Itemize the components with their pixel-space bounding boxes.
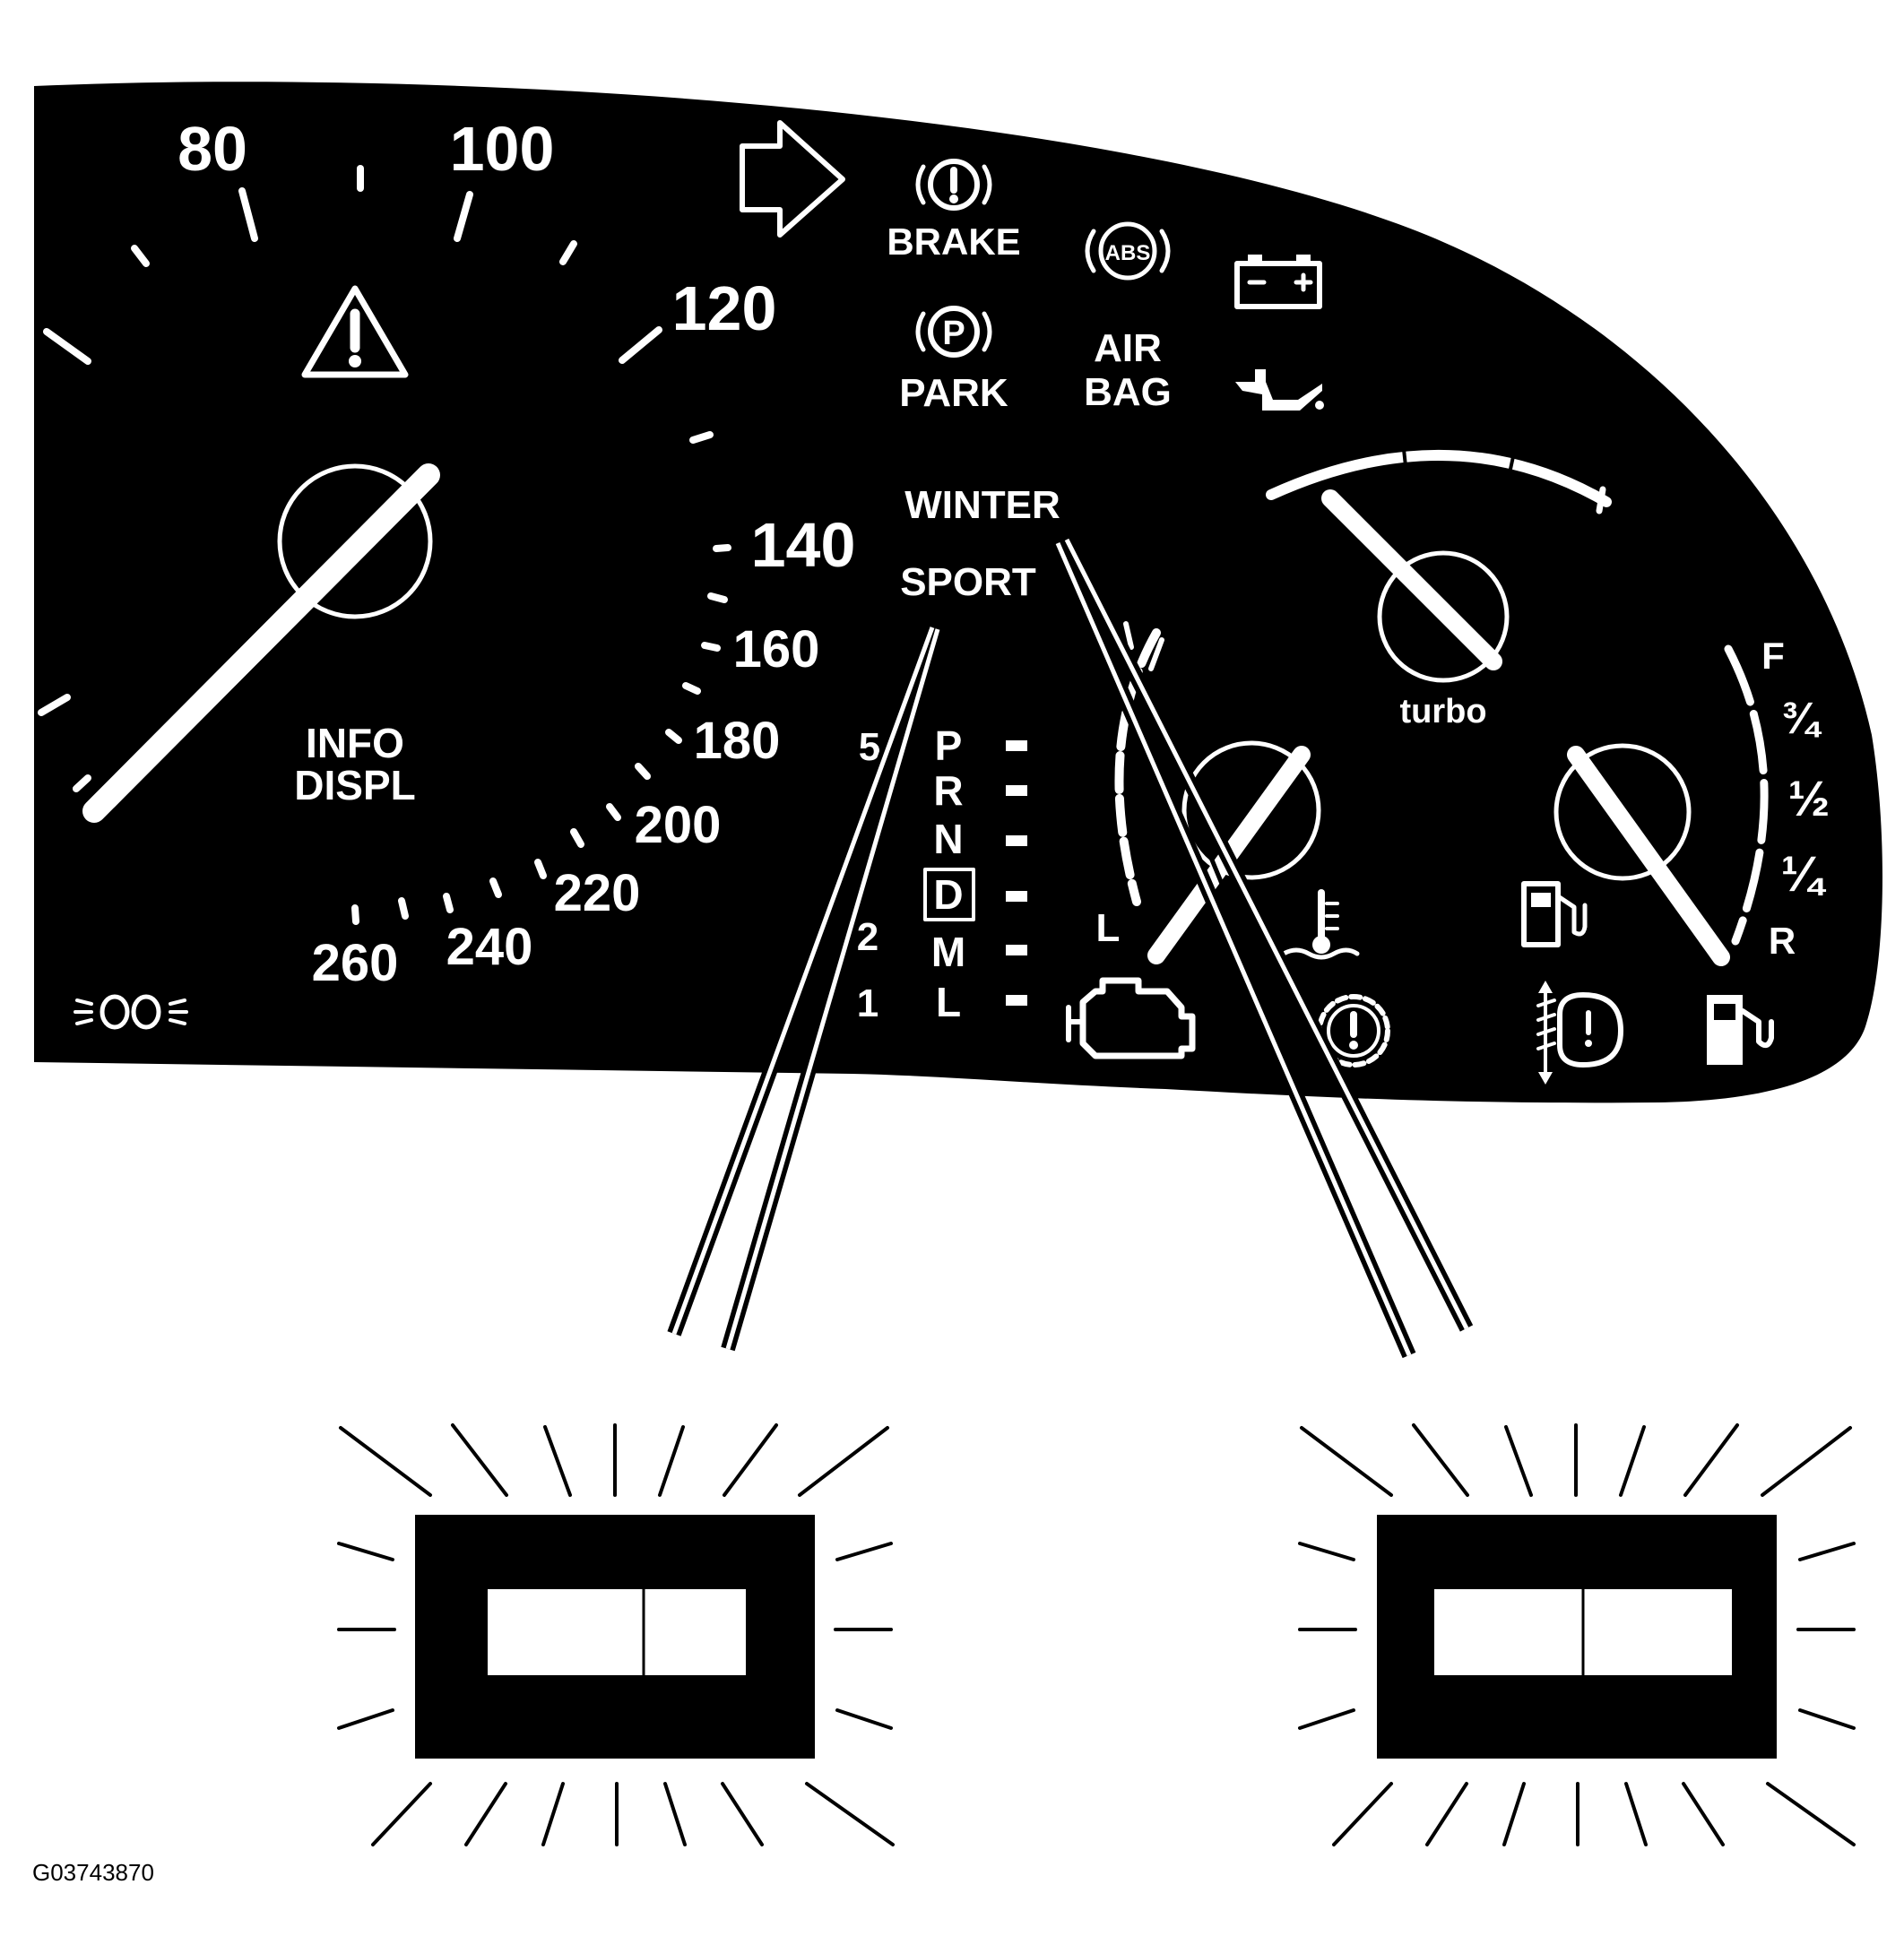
figure-code: G03743870: [32, 1859, 154, 1886]
turbo-gauge-hub: [1377, 550, 1510, 683]
headlight-icon: [74, 994, 188, 1030]
park-label: PARK: [899, 371, 1008, 415]
flashing-indicator-left: [337, 1423, 895, 1846]
fuel-pump-icon: [1521, 881, 1588, 947]
headlamp-leveling-icon: [1536, 981, 1623, 1085]
speedometer-hub: [277, 463, 433, 619]
warning-triangle-icon: [301, 285, 409, 378]
oil-pressure-icon: [1235, 369, 1324, 411]
speed-label-200: 200: [635, 796, 722, 854]
gear-position-m: M: [931, 929, 965, 975]
speed-label-80: 80: [177, 114, 247, 184]
speed-label-240: 240: [446, 918, 533, 976]
fuel-label-half: ½: [1788, 770, 1830, 826]
speed-label-140: 140: [751, 510, 856, 580]
airbag-label-2: BAG: [1084, 370, 1172, 414]
info-display-label-1: INFO: [306, 720, 404, 766]
gear-position-r: R: [933, 767, 963, 814]
flash-rays-left: [337, 1423, 895, 1846]
temp-low-label: L: [1096, 906, 1121, 950]
speed-label-100: 100: [450, 114, 555, 184]
speed-label-220: 220: [554, 864, 641, 922]
fuel-gauge-needle: [1567, 746, 1730, 966]
fuel-label-three-quarter: ¾: [1781, 693, 1822, 743]
airbag-label-1: AIR: [1094, 326, 1162, 370]
gear-position-l: L: [936, 979, 961, 1025]
coolant-temperature-icon: [1281, 889, 1360, 960]
selected-gear-box: [923, 868, 975, 921]
fuel-label-quarter: ¼: [1781, 845, 1827, 902]
park-brake-icon: P: [915, 306, 992, 358]
speed-label-180: 180: [694, 712, 781, 770]
temp-gauge-hub: [1181, 740, 1321, 880]
gear-position-d: D: [933, 871, 963, 918]
abs-icon: ABS: [1085, 221, 1171, 281]
fuel-label-reserve: R: [1769, 920, 1796, 962]
leader-lines: [667, 536, 1474, 1359]
turbo-gauge: turbo: [1266, 439, 1612, 730]
manual-gear-2: 2: [857, 915, 878, 959]
park-symbol: P: [942, 315, 965, 352]
check-engine-icon: [1066, 977, 1196, 1059]
speed-label-120: 120: [672, 273, 777, 343]
turbo-label: turbo: [1399, 693, 1486, 730]
turn-signal-arrow-icon: [740, 120, 845, 238]
low-fuel-icon: [1707, 995, 1774, 1065]
cluster-panel: [34, 82, 1882, 1103]
brake-label: BRAKE: [887, 220, 1020, 263]
gear-position-p: P: [935, 722, 963, 769]
winter-mode-label: WINTER: [904, 483, 1060, 527]
turbo-gauge-needle: [1321, 489, 1502, 670]
battery-icon: [1234, 255, 1322, 309]
transmission-indicator: P R N D M L 5 2 1: [857, 722, 1027, 1025]
flash-rays-right: [1298, 1423, 1856, 1846]
fuel-gauge-hub: [1553, 743, 1692, 881]
gear-position-n: N: [933, 816, 963, 862]
speedometer-ticks: [38, 165, 731, 925]
fuel-gauge: F ¾ ½ ¼ R: [1521, 635, 1830, 966]
fuel-label-full: F: [1761, 635, 1785, 677]
speed-label-160: 160: [733, 620, 820, 679]
transmission-warning-icon: [1317, 994, 1390, 1068]
speedometer-needle: [82, 463, 440, 823]
abs-label: ABS: [1105, 241, 1151, 265]
speed-label-260: 260: [312, 934, 399, 992]
sport-mode-label: SPORT: [900, 560, 1036, 604]
info-display-label-2: DISPL: [294, 762, 415, 808]
speedometer-labels: 80 100 120 140 160 180 200 220 240 260: [177, 114, 855, 992]
flashing-indicator-right: [1298, 1423, 1856, 1846]
brake-warning-icon: [915, 159, 992, 211]
manual-gear-1: 1: [857, 981, 878, 1025]
